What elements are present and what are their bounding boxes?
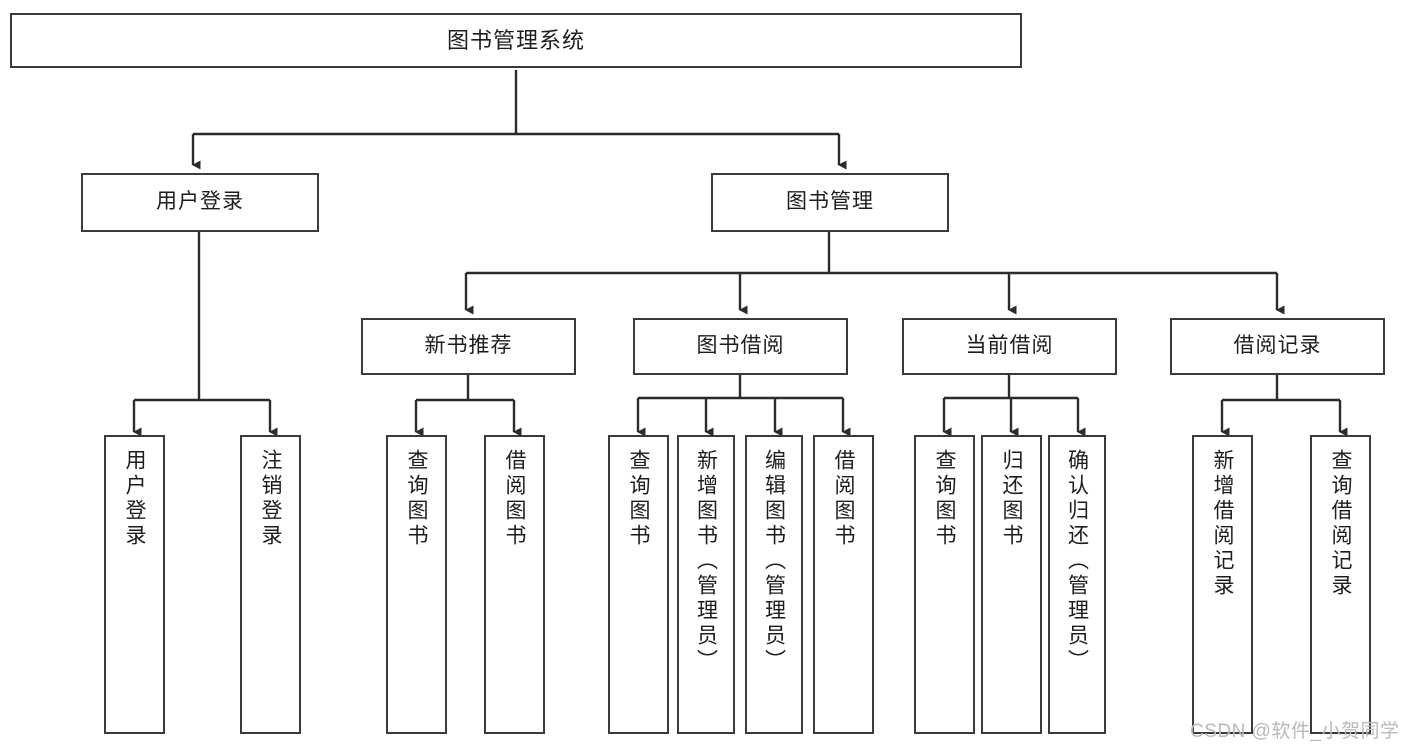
node-new-book-recommend[interactable]: 新书推荐 <box>361 318 576 375</box>
node-label: 当前借阅 <box>965 334 1054 358</box>
node-book-management[interactable]: 图书管理 <box>711 173 949 232</box>
node-book-borrow[interactable]: 图书借阅 <box>633 318 848 375</box>
node-label: 确认归还（管理员） <box>1065 449 1089 674</box>
node-label: 归还图书 <box>1000 449 1023 549</box>
node-label: 查询图书 <box>405 449 428 549</box>
leaf-borrow-query-book[interactable]: 查询图书 <box>608 435 669 734</box>
node-label: 借阅图书 <box>832 449 855 549</box>
node-current-borrow[interactable]: 当前借阅 <box>902 318 1117 375</box>
node-label: 查询借阅记录 <box>1329 449 1352 599</box>
node-label: 新增借阅记录 <box>1211 449 1234 599</box>
node-label: 图书借阅 <box>696 334 785 358</box>
leaf-current-return-book[interactable]: 归还图书 <box>981 435 1042 734</box>
node-label: 借阅记录 <box>1233 334 1322 358</box>
node-user-login[interactable]: 用户登录 <box>81 173 319 232</box>
leaf-borrow-add-book-admin[interactable]: 新增图书（管理员） <box>677 435 735 734</box>
node-label: 编辑图书（管理员） <box>762 449 786 674</box>
watermark: CSDN @软件_小贺同学 <box>1190 721 1400 742</box>
node-label: 用户登录 <box>123 449 146 549</box>
leaf-record-query[interactable]: 查询借阅记录 <box>1310 435 1371 734</box>
node-label: 图书管理系统 <box>446 27 585 53</box>
leaf-current-confirm-return-admin[interactable]: 确认归还（管理员） <box>1048 435 1106 734</box>
node-borrow-record[interactable]: 借阅记录 <box>1170 318 1385 375</box>
node-label: 新书推荐 <box>424 334 513 358</box>
node-root-system[interactable]: 图书管理系统 <box>10 13 1022 68</box>
leaf-borrow-edit-book-admin[interactable]: 编辑图书（管理员） <box>745 435 803 734</box>
node-label: 图书管理 <box>786 190 874 214</box>
leaf-user-login-login[interactable]: 用户登录 <box>104 435 165 734</box>
node-label: 查询图书 <box>627 449 650 549</box>
node-label: 查询图书 <box>933 449 956 549</box>
node-label: 新增图书（管理员） <box>694 449 718 674</box>
leaf-borrow-borrow-book[interactable]: 借阅图书 <box>813 435 874 734</box>
leaf-record-add[interactable]: 新增借阅记录 <box>1192 435 1253 734</box>
leaf-user-login-logout[interactable]: 注销登录 <box>240 435 301 734</box>
leaf-new-book-borrow[interactable]: 借阅图书 <box>484 435 545 734</box>
node-label: 注销登录 <box>259 449 282 549</box>
node-label: 借阅图书 <box>503 449 526 549</box>
leaf-current-query-book[interactable]: 查询图书 <box>914 435 975 734</box>
leaf-new-book-query[interactable]: 查询图书 <box>386 435 447 734</box>
node-label: 用户登录 <box>156 190 244 214</box>
